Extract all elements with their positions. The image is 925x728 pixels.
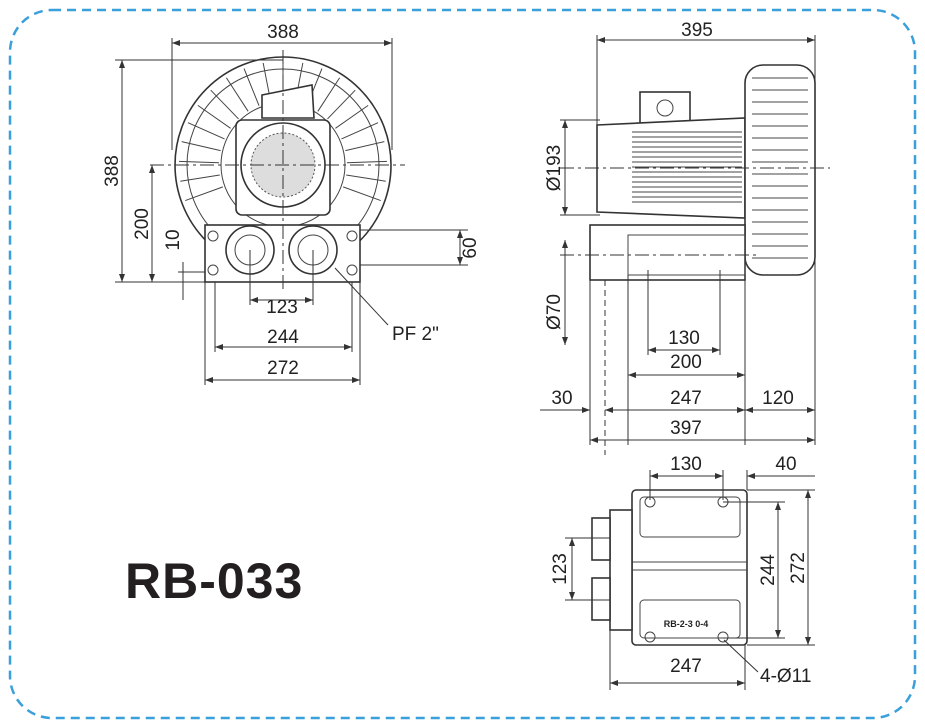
bottom-dimensions: 130 40 123 244 272 247 4-Ø11	[550, 454, 815, 690]
housing-fin	[345, 141, 385, 152]
dim-front-width: 388	[267, 22, 299, 43]
side-view	[560, 64, 830, 281]
housing-fin	[187, 122, 225, 140]
dim-front-height: 388	[102, 155, 123, 187]
side-dimensions: 395 Ø193 Ø70 130 200 30 247 120 397	[540, 20, 816, 455]
bottom-view: RB-2-3 0-4	[591, 489, 748, 646]
housing-fin	[180, 174, 220, 182]
housing-fin	[210, 89, 239, 120]
dim-base-inner: 200	[670, 352, 702, 373]
dim-edge-offset: 40	[775, 454, 796, 475]
dim-hole-spacing: 130	[668, 328, 700, 349]
housing-fin	[346, 160, 387, 164]
mounting-holes-label: 4-Ø11	[760, 666, 811, 687]
dim-motor-diameter: Ø193	[544, 145, 565, 191]
housing-fin	[243, 68, 260, 106]
dim-base-width: 272	[267, 358, 299, 379]
housing-fin	[181, 141, 221, 152]
dim-bottom-base-width: 272	[788, 552, 809, 584]
dim-center-height: 200	[132, 208, 153, 240]
dim-mount-width: 244	[267, 327, 299, 348]
housing-fin	[197, 104, 231, 129]
dashed-border	[8, 8, 917, 720]
dim-housing-depth: 120	[762, 388, 794, 409]
housing-fin	[346, 174, 386, 182]
dim-port-spacing: 123	[266, 297, 298, 318]
dim-bottom-hole-spacing: 130	[670, 454, 702, 475]
dim-bottom-base-length: 247	[670, 656, 702, 677]
housing-fin	[341, 122, 379, 140]
housing-fin	[327, 89, 356, 120]
housing-fin	[335, 104, 369, 129]
housing-fin	[225, 77, 249, 112]
front-dimensions: 388 388 200 10 60 123 244 272 PF 2"	[102, 22, 481, 385]
dim-overall-length: 397	[670, 418, 702, 439]
dim-hole-pitch: 244	[758, 554, 779, 586]
housing-fin	[342, 186, 381, 202]
housing-fin	[185, 186, 224, 202]
dim-base-offset: 10	[163, 229, 184, 250]
dim-front-offset: 30	[551, 388, 572, 409]
nameplate-label: RB-2-3 0-4	[664, 619, 709, 629]
model-title: RB-033	[125, 553, 303, 609]
port-thread-label: PF 2"	[392, 324, 439, 345]
front-view	[150, 50, 405, 290]
dim-port-diameter: Ø70	[544, 294, 565, 330]
housing-fin	[179, 160, 220, 164]
housing-fin	[317, 77, 341, 112]
dim-side-overall: 395	[681, 20, 713, 41]
dim-side-base-length: 247	[670, 388, 702, 409]
dim-port-height: 60	[460, 237, 481, 258]
dim-bottom-port-spacing: 123	[550, 553, 571, 585]
